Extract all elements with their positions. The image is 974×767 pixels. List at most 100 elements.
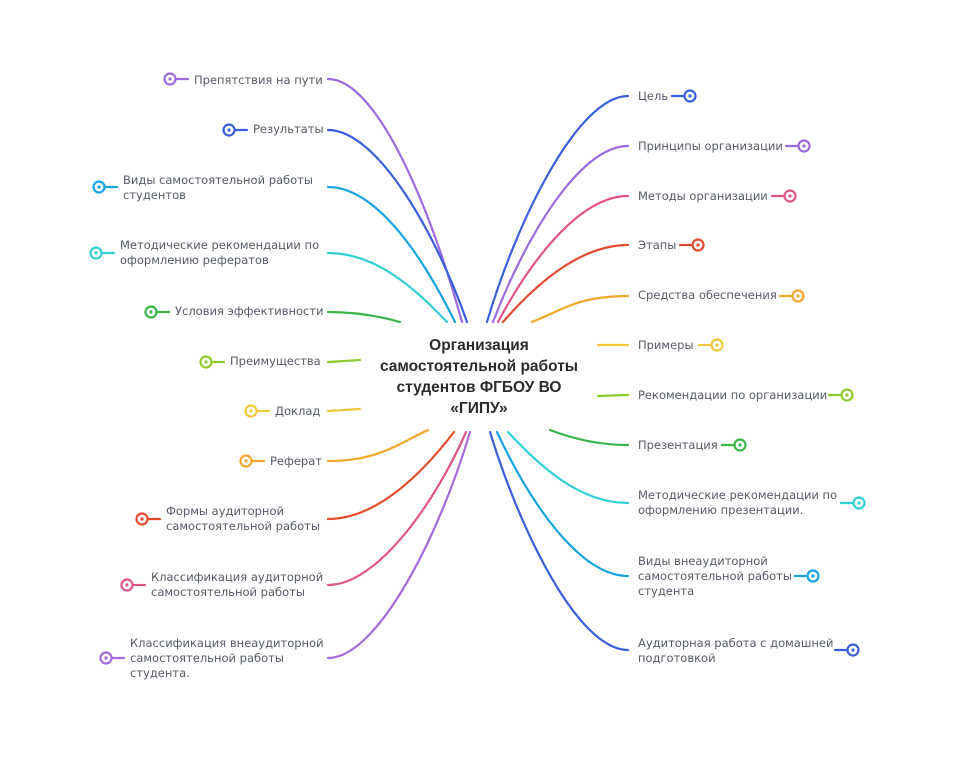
right-node-label[interactable]: Этапы	[638, 238, 688, 253]
right-branch-line	[485, 94, 630, 324]
expand-toggle-icon[interactable]	[840, 388, 854, 402]
expand-toggle-icon[interactable]	[92, 180, 106, 194]
node-label-line: Рекомендации по организации	[638, 388, 828, 402]
left-node-label[interactable]: Доклад	[275, 404, 321, 419]
expand-toggle-icon[interactable]	[239, 454, 253, 468]
expand-toggle-icon[interactable]	[222, 123, 236, 137]
right-node-label[interactable]: Примеры	[638, 338, 707, 353]
expand-toggle-icon[interactable]	[733, 438, 747, 452]
right-branch-line	[488, 430, 630, 652]
expand-toggle-icon[interactable]	[244, 404, 258, 418]
node-label-line: оформлению презентации.	[638, 503, 804, 517]
right-node-label[interactable]: Средства обеспечения	[638, 288, 788, 303]
central-topic-line: самостоятельной работы	[379, 358, 579, 375]
node-label-line: Виды самостоятельной работы	[123, 173, 313, 187]
node-label-line: Виды внеаудиторной	[638, 554, 768, 568]
left-branch-line	[326, 128, 469, 324]
node-label-line: Формы аудиторной	[166, 504, 284, 518]
expand-toggle-icon[interactable]	[791, 289, 805, 303]
node-label-line: студентов	[123, 188, 186, 202]
right-branch-line	[506, 430, 630, 505]
node-label-line: студента	[638, 584, 695, 598]
node-label-line: Принципы организации	[638, 139, 783, 153]
expand-toggle-icon[interactable]	[99, 651, 113, 665]
left-node-label[interactable]: Преимущества	[230, 354, 321, 369]
expand-toggle-icon[interactable]	[683, 89, 697, 103]
left-node-label[interactable]: Препятствия на пути	[194, 73, 323, 88]
right-branch-line	[548, 428, 630, 447]
expand-toggle-icon[interactable]	[806, 569, 820, 583]
left-branch-line	[326, 430, 468, 587]
left-node-label[interactable]: Реферат	[270, 454, 322, 469]
node-label-line: Препятствия на пути	[194, 73, 323, 87]
right-branch-line	[495, 430, 630, 578]
left-branch-line	[326, 77, 464, 324]
central-topic[interactable]: Организация самостоятельной работы студе…	[368, 335, 590, 419]
expand-toggle-icon[interactable]	[710, 338, 724, 352]
right-node-label[interactable]: Цель	[638, 89, 680, 104]
node-label-line: Аудиторная работа с домашней	[638, 636, 834, 650]
expand-toggle-icon[interactable]	[89, 246, 103, 260]
left-node-label[interactable]: Условия эффективности	[175, 304, 324, 319]
right-node-label[interactable]: Принципы организации	[638, 139, 794, 154]
expand-toggle-icon[interactable]	[846, 643, 860, 657]
central-topic-line: студентов ФГБОУ ВО	[396, 379, 562, 396]
left-branch-line	[326, 430, 456, 521]
node-label-line: студента.	[130, 666, 190, 680]
node-label-line: Методы организации	[638, 189, 768, 203]
node-label-line: оформлению рефератов	[120, 253, 269, 267]
node-label-line: Условия эффективности	[175, 304, 324, 318]
left-branch-line	[326, 430, 472, 660]
node-label-line: самостоятельной работы	[130, 651, 284, 665]
left-branch-line	[326, 358, 362, 364]
left-branch-line	[326, 251, 449, 324]
right-node-label[interactable]: Презентация	[638, 438, 730, 453]
node-label-line: Средства обеспечения	[638, 288, 777, 302]
expand-toggle-icon[interactable]	[199, 355, 213, 369]
expand-toggle-icon[interactable]	[852, 496, 866, 510]
node-label-line: Методические рекомендации по	[638, 488, 838, 502]
right-branch-line	[530, 294, 630, 324]
right-branch-line	[496, 194, 630, 324]
left-node-label[interactable]: Результаты	[253, 122, 324, 137]
node-label-line: Классификация аудиторной	[151, 570, 324, 584]
left-branch-line	[326, 185, 457, 324]
node-label-line: Методические рекомендации по	[120, 238, 320, 252]
left-branch-line	[326, 310, 402, 324]
right-branch-line	[501, 243, 630, 324]
expand-toggle-icon[interactable]	[120, 578, 134, 592]
expand-toggle-icon[interactable]	[797, 139, 811, 153]
left-branch-line	[326, 407, 362, 413]
right-branch-line	[491, 144, 630, 324]
expand-toggle-icon[interactable]	[163, 72, 177, 86]
expand-toggle-icon[interactable]	[144, 305, 158, 319]
node-label-line: Цель	[638, 89, 669, 103]
node-label-line: самостоятельной работы	[151, 585, 305, 599]
node-label-line: Классификация внеаудиторной	[130, 636, 324, 650]
node-label-line: самостоятельной работы	[638, 569, 792, 583]
node-label-line: Примеры	[638, 338, 694, 352]
central-topic-line: «ГИПУ»	[450, 400, 508, 417]
node-label-line: Преимущества	[230, 354, 321, 368]
node-label-line: Доклад	[275, 404, 321, 418]
node-label-line: Результаты	[253, 122, 324, 136]
node-label-line: подготовкой	[638, 651, 716, 665]
left-branch-line	[326, 428, 430, 463]
right-node-label[interactable]: Рекомендации по организации	[638, 388, 837, 403]
right-node-label[interactable]: Методы организации	[638, 189, 780, 204]
expand-toggle-icon[interactable]	[691, 238, 705, 252]
node-label-line: самостоятельной работы	[166, 519, 320, 533]
expand-toggle-icon[interactable]	[135, 512, 149, 526]
node-label-line: Презентация	[638, 438, 718, 452]
node-label-line: Реферат	[270, 454, 322, 468]
expand-toggle-icon[interactable]	[783, 189, 797, 203]
